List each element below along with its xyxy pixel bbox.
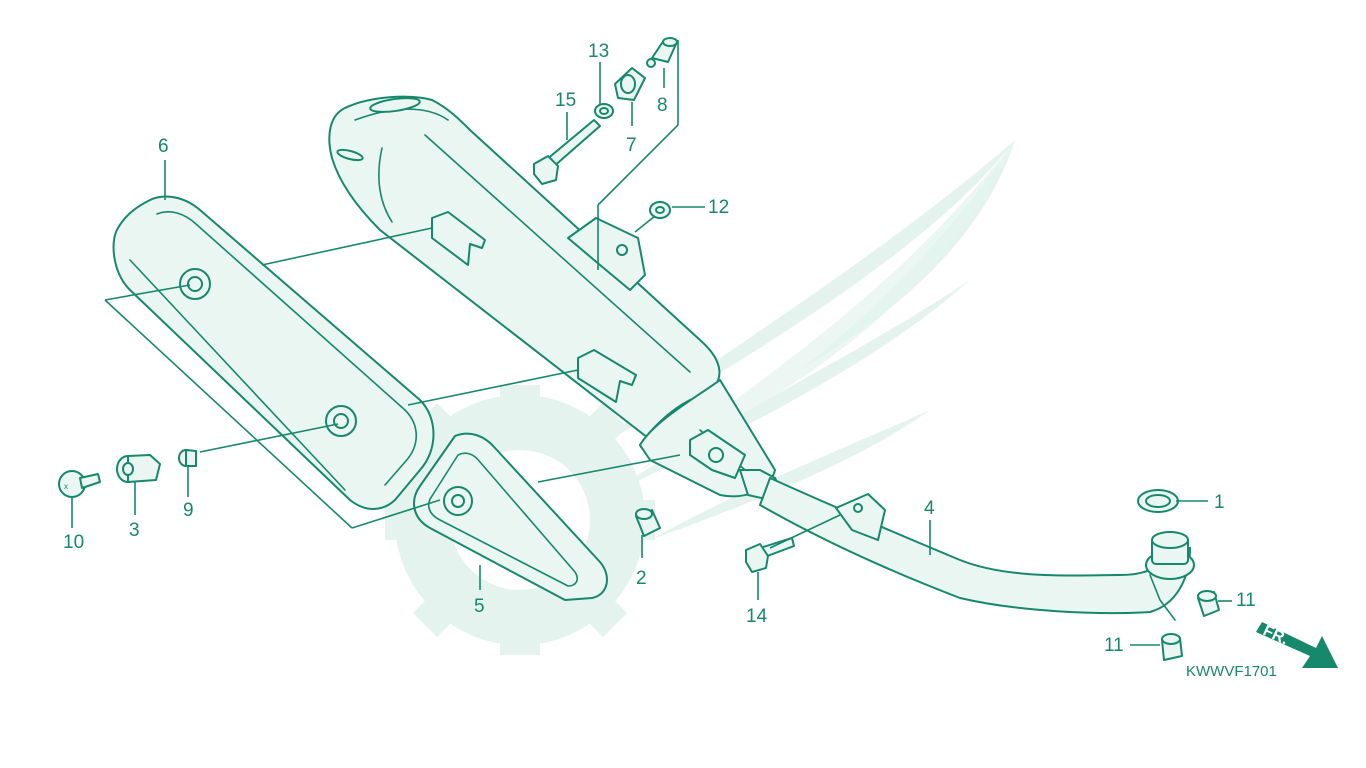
- callout-4: 4: [924, 498, 935, 519]
- front-direction-arrow: FR.: [1256, 622, 1338, 668]
- screw-10: x: [58, 470, 101, 498]
- callout-8: 8: [657, 95, 668, 116]
- callout-14: 14: [746, 606, 768, 627]
- diagram-code: KWWVF1701: [1186, 663, 1277, 680]
- callout-7: 7: [626, 135, 637, 156]
- callout-labels: 1 2 3 4 5 6 7 8 9 10 11 11 12 13 14 15: [63, 41, 1256, 656]
- muffler-protector-5: [413, 432, 608, 601]
- nut-11-right: [1197, 590, 1220, 617]
- bolt-15: [533, 119, 601, 185]
- callout-9: 9: [183, 500, 194, 521]
- muffler-body: [328, 95, 783, 501]
- callout-6: 6: [158, 136, 169, 157]
- callout-11-bottom: 11: [1104, 635, 1124, 656]
- nut-12: [649, 201, 671, 219]
- exhaust-pipe-4: [759, 477, 1195, 621]
- svg-text:x: x: [64, 482, 68, 491]
- callout-12: 12: [708, 197, 729, 218]
- callout-1: 1: [1214, 492, 1225, 513]
- leader-lines: [71, 40, 1232, 646]
- collar-9: [178, 449, 197, 467]
- nut-2: [635, 508, 661, 537]
- callout-2: 2: [636, 568, 647, 589]
- callout-10: 10: [63, 532, 84, 553]
- heat-shield-6: [112, 195, 435, 510]
- nut-11-bottom: [1161, 633, 1183, 661]
- collar-8: [646, 37, 678, 68]
- grommet-3: [116, 454, 161, 483]
- bolt-14: [745, 537, 795, 573]
- callout-15: 15: [555, 90, 576, 111]
- callout-11-right: 11: [1236, 590, 1256, 611]
- callout-13: 13: [588, 41, 609, 62]
- grommet-7: [614, 67, 646, 101]
- callout-3: 3: [129, 520, 140, 541]
- gasket-1: [1137, 489, 1179, 513]
- washer-13: [594, 103, 614, 119]
- callout-5: 5: [474, 596, 485, 617]
